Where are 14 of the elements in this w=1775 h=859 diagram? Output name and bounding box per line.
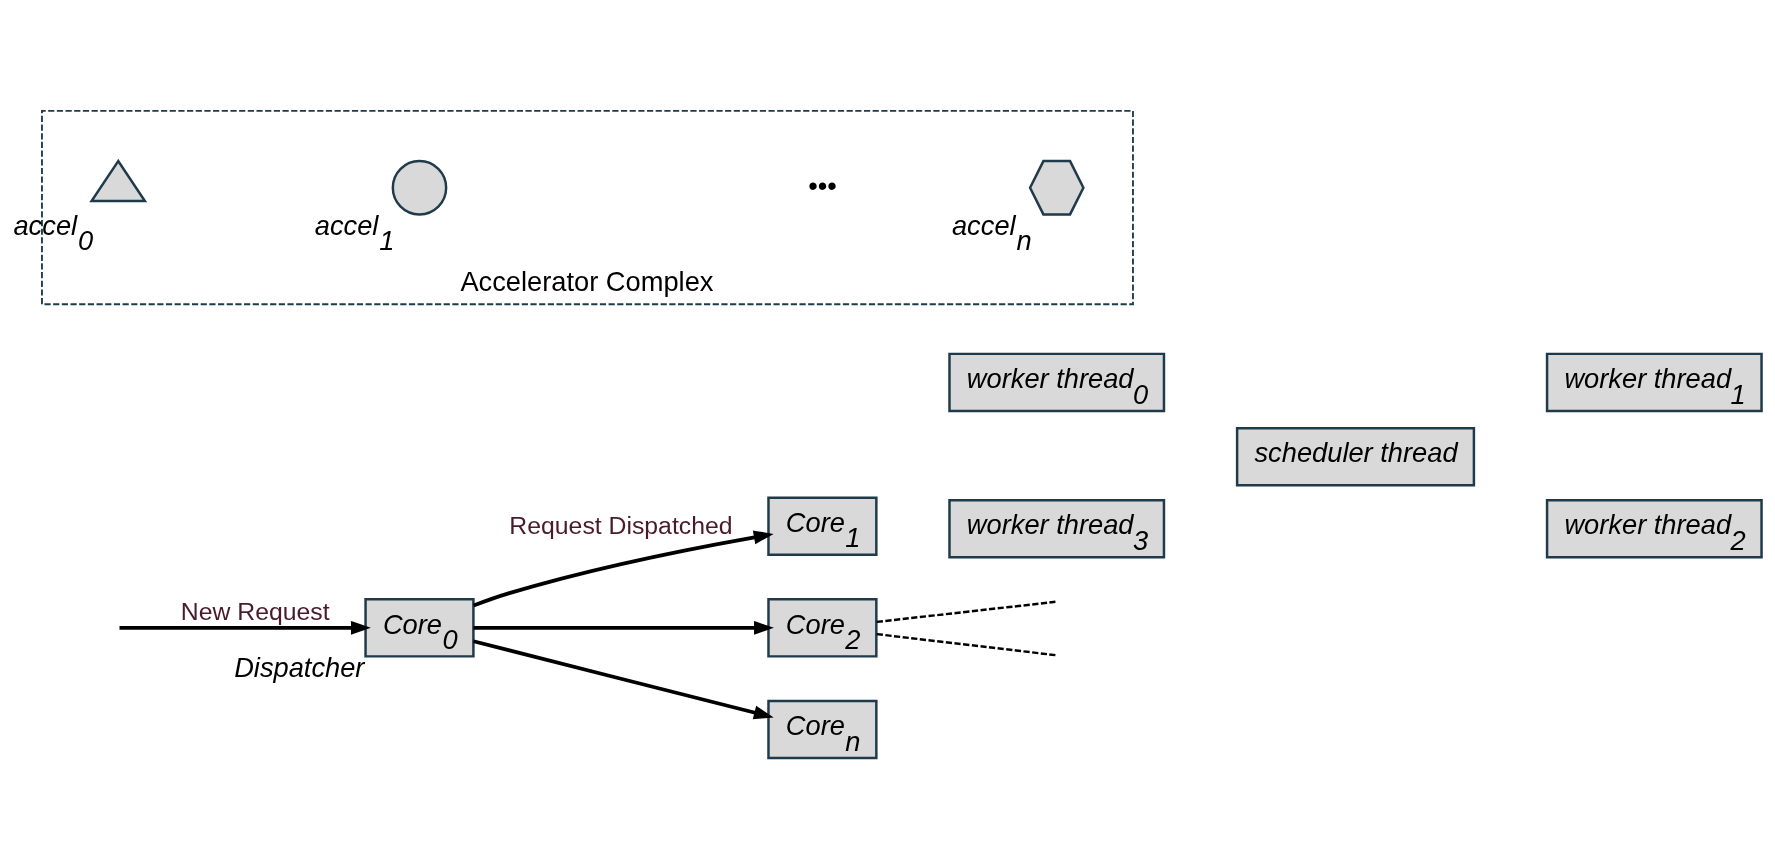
edge-label: New Request	[180, 598, 330, 626]
node-label: Dispatcher	[234, 651, 365, 683]
label: •••	[808, 169, 837, 201]
node-triangle	[89, 158, 148, 203]
edge-label: Request Dispatched	[509, 511, 733, 539]
node-box: scheduler thread	[1235, 427, 1476, 487]
connector	[876, 600, 1056, 624]
arrow	[119, 620, 371, 635]
arrow	[473, 639, 774, 720]
connector	[876, 632, 1056, 657]
arrow	[473, 620, 774, 635]
arrow	[473, 530, 774, 608]
node-circle	[391, 159, 448, 216]
node-hexagon	[1028, 159, 1085, 216]
